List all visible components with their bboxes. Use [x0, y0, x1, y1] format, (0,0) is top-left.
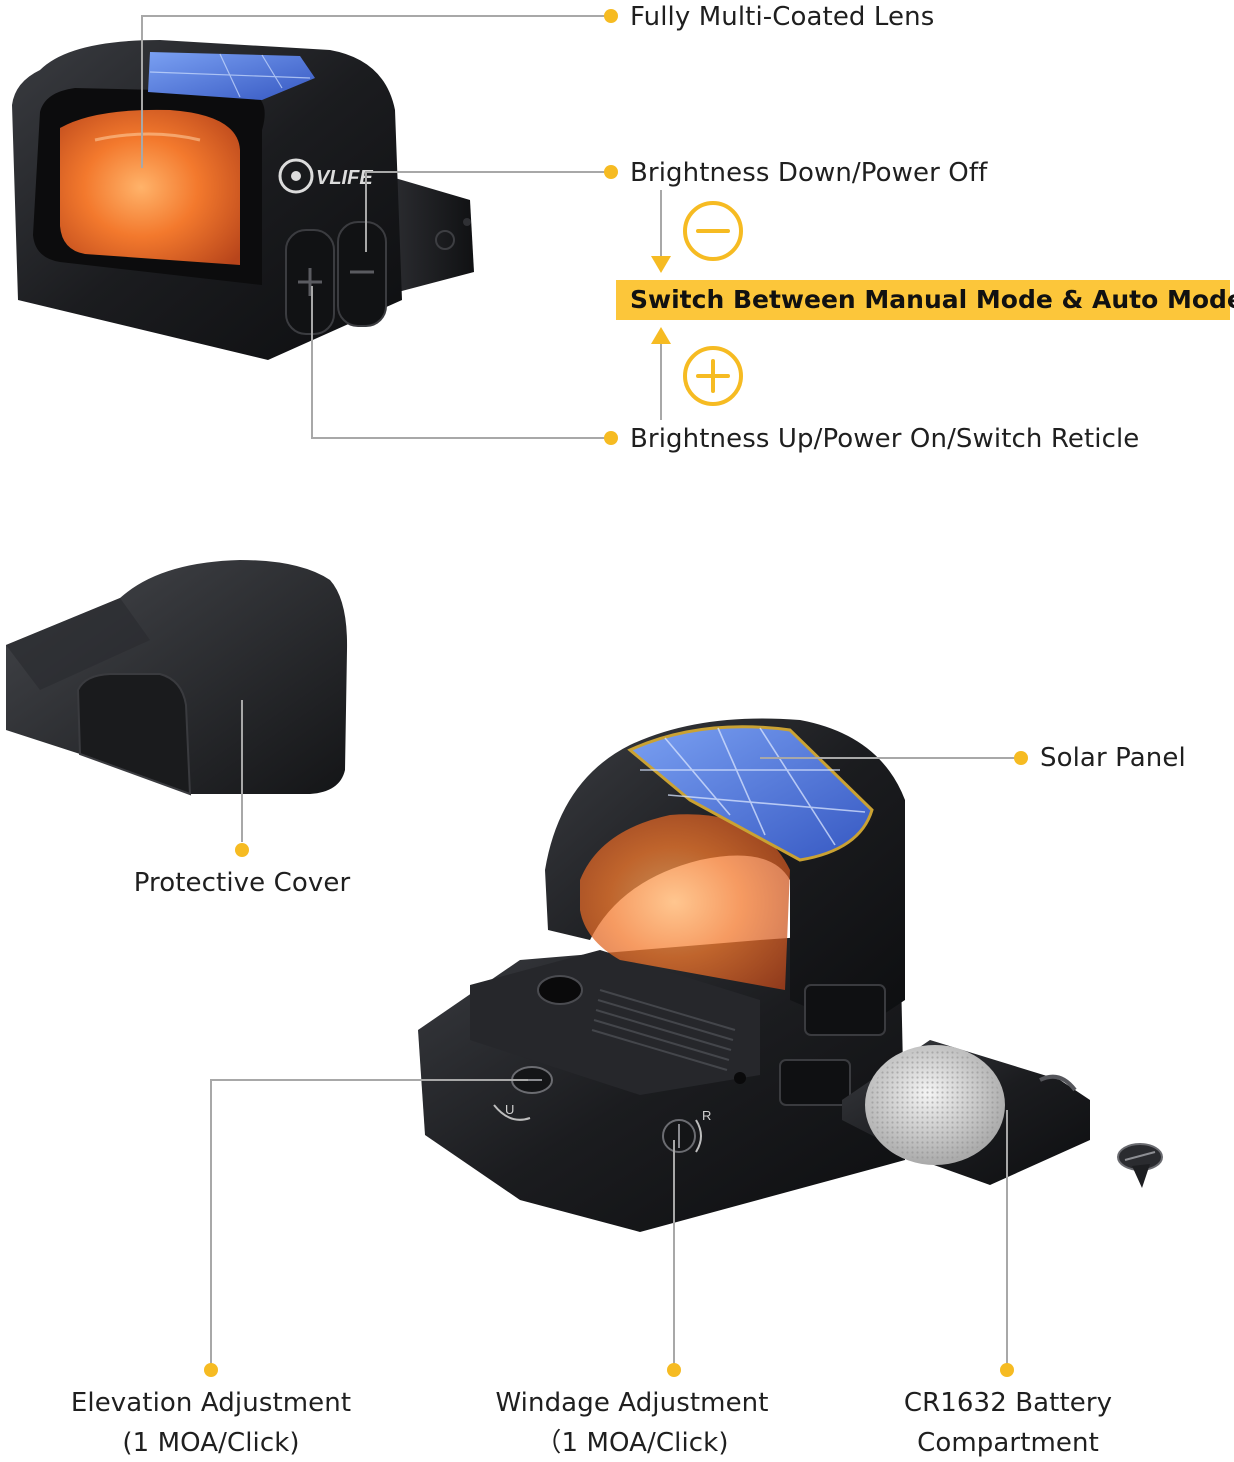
callout-dot: [204, 1363, 218, 1377]
callout-dot: [604, 431, 618, 445]
label-lens: Fully Multi-Coated Lens: [630, 2, 935, 32]
leader-lines-bottom: [210, 757, 1015, 1364]
label-brightness-up: Brightness Up/Power On/Switch Reticle: [630, 424, 1140, 454]
callout-dot: [1014, 751, 1028, 765]
label-battery-title: CR1632 Battery: [903, 1388, 1113, 1418]
label-battery-sub: Compartment: [917, 1428, 1099, 1458]
brand-logo-icon: [278, 158, 314, 194]
red-dot-sight-rear: U R: [418, 718, 905, 1232]
screw-graphic: [1117, 1143, 1163, 1188]
arrow-up-icon: [651, 327, 671, 420]
label-solar-panel: Solar Panel: [1040, 743, 1186, 773]
protective-cover-graphic: [6, 560, 348, 796]
callout-dot: [604, 165, 618, 179]
callout-dot: [667, 1363, 681, 1377]
brand-logo-text: VLIFE: [316, 167, 373, 189]
label-brightness-down: Brightness Down/Power Off: [630, 158, 988, 188]
label-switch-mode: Switch Between Manual Mode & Auto Mode: [616, 280, 1234, 320]
label-protective-cover: Protective Cover: [133, 868, 351, 898]
plus-circle-icon: [683, 346, 743, 406]
label-elevation-sub: (1 MOA/Click): [122, 1428, 300, 1458]
callout-dot: [1000, 1363, 1014, 1377]
callout-dot: [604, 9, 618, 23]
label-windage-sub: （1 MOA/Click): [535, 1428, 729, 1458]
brightness-down-button-graphic: [337, 221, 387, 327]
elevation-direction-mark: U: [505, 1102, 514, 1117]
minus-circle-icon: [683, 201, 743, 261]
callout-dot: [235, 843, 249, 857]
leader-lines-top: [141, 15, 610, 439]
arrow-down-icon: [651, 190, 671, 273]
windage-direction-mark: R: [702, 1108, 711, 1123]
red-dot-sight-front: VLIFE: [12, 40, 474, 360]
battery-compartment-graphic: [842, 1040, 1090, 1185]
label-windage-title: Windage Adjustment: [495, 1388, 769, 1418]
label-elevation-title: Elevation Adjustment: [70, 1388, 352, 1418]
